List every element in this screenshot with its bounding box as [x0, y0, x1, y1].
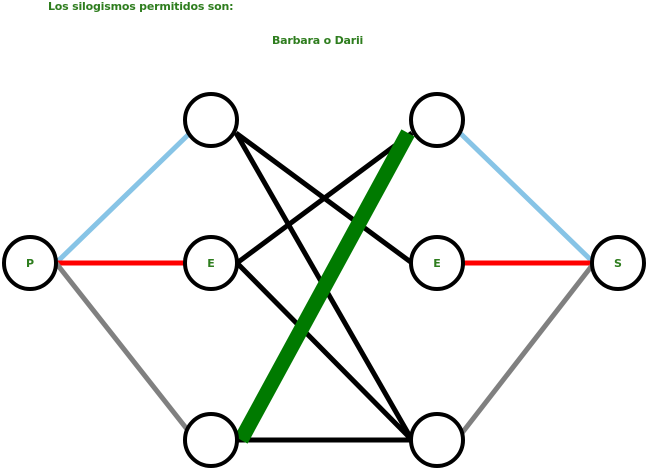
node-right-mid-label: E: [433, 257, 441, 270]
node-right-mid: E: [409, 235, 465, 291]
node-left-mid: E: [183, 235, 239, 291]
node-left-bottom: [183, 412, 239, 468]
node-left-top: [183, 92, 239, 148]
node-right-top: [409, 92, 465, 148]
node-p: P: [2, 235, 58, 291]
edge-s-bottom: [460, 261, 596, 435]
edge-p-bottom: [54, 261, 192, 435]
edge-lm-rb: [235, 261, 414, 442]
edge-lm-rt: [235, 130, 414, 266]
node-s-label: S: [614, 257, 622, 270]
node-right-bottom: [409, 412, 465, 468]
edge-p-top: [54, 131, 192, 265]
heading-title: Los silogismos permitidos son:: [48, 0, 234, 13]
edge-highlight-lb-rt: [234, 129, 415, 444]
node-p-label: P: [26, 257, 34, 270]
heading-subtitle: Barbara o Darii: [272, 34, 364, 47]
edge-s-top: [458, 131, 596, 265]
node-left-mid-label: E: [207, 257, 215, 270]
node-s: S: [590, 235, 646, 291]
